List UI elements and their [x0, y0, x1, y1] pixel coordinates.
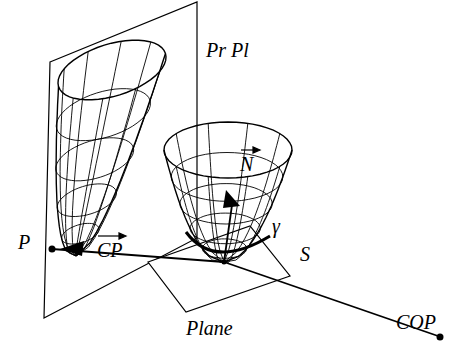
normal-vector: [224, 205, 232, 262]
vector-overline: [98, 147, 260, 239]
surface-label: S: [300, 244, 310, 264]
grid-line: [224, 150, 292, 262]
grid-line: [60, 69, 76, 256]
arrow-head: [60, 241, 84, 256]
grid-line: [58, 40, 166, 100]
arrow-head: [223, 190, 240, 208]
point-label: P: [18, 232, 30, 252]
grid-line: [224, 123, 248, 262]
point-p: [49, 246, 56, 253]
grid-line: [76, 42, 151, 256]
projection-ray: [224, 262, 438, 336]
cop-point: [437, 334, 444, 341]
grid-line: [76, 71, 160, 256]
grid-line: [76, 54, 166, 257]
point-label: COP: [396, 312, 436, 332]
grid-line: [164, 150, 224, 262]
tangent-plane: [148, 226, 290, 312]
surface-point: [222, 260, 227, 265]
grid-line: [180, 184, 272, 224]
grid-line: [56, 87, 76, 257]
plane-name: Pr Pl: [206, 40, 249, 60]
surface: [164, 122, 292, 262]
projected-surface: [56, 40, 166, 256]
grid-line: [72, 52, 88, 257]
grid-line: [76, 89, 136, 257]
grid-line: [76, 41, 121, 256]
grid-line: [224, 134, 280, 263]
vector-label: CP: [97, 240, 123, 260]
grid-line: [176, 134, 224, 263]
plane-label: Plane: [186, 318, 233, 338]
vector-label: N: [240, 154, 253, 174]
grid-line: [224, 167, 280, 263]
grid-line: [208, 123, 224, 262]
curve-label: γ: [272, 216, 280, 236]
